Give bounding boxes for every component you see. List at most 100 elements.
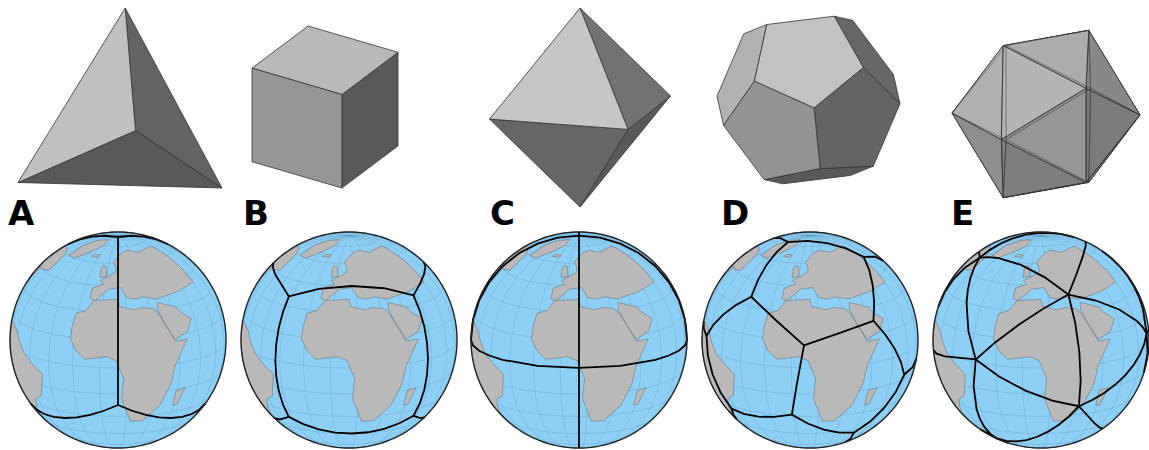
polyhedral-edge: [30, 403, 118, 418]
globe: [10, 232, 226, 448]
ocean: [10, 232, 226, 448]
landmass: [784, 254, 793, 257]
landmass: [717, 246, 759, 286]
graticule: [933, 232, 1149, 448]
polyhedral-edge: [704, 321, 707, 336]
polyhedron-solid: [490, 8, 671, 207]
globe-outline: [702, 232, 918, 448]
landmass: [173, 388, 185, 405]
polyhedral-edge: [751, 242, 788, 297]
polyhedral-edge: [1079, 406, 1103, 428]
polyhedron-face: [754, 16, 863, 108]
panel-letter: B: [243, 196, 269, 230]
landmass: [1080, 302, 1114, 339]
polyhedral-edge: [732, 409, 792, 417]
polyhedral-edge: [1102, 251, 1147, 334]
polyhedral-edge: [578, 236, 580, 368]
polyhedral-edge: [980, 257, 1069, 294]
landmass: [69, 240, 108, 258]
polyhedral-edge: [792, 345, 804, 414]
landmass: [530, 240, 569, 258]
polyhedral-edge: [997, 406, 1079, 441]
polyhedron-face: [1086, 88, 1140, 182]
polyhedron-solid: [252, 26, 398, 188]
landmass: [634, 388, 646, 405]
landmass: [323, 254, 332, 257]
polyhedral-edge: [804, 321, 873, 346]
landmass: [702, 322, 741, 423]
polyhedral-edge: [273, 263, 289, 297]
polyhedral-edge: [579, 340, 687, 368]
globe-outline: [10, 232, 226, 448]
polyhedral-edge: [413, 295, 427, 415]
polyhedral-edge: [706, 297, 751, 336]
globe-outline: [241, 232, 457, 448]
globe: [933, 232, 1149, 448]
polyhedral-edge: [275, 296, 289, 416]
ocean: [241, 232, 457, 448]
polyhedral-edge: [792, 415, 854, 433]
panel-letter: A: [8, 196, 34, 230]
globe-outline: [471, 232, 687, 448]
polyhedral-edge: [118, 403, 206, 418]
landmass: [10, 322, 49, 423]
landmass: [1015, 254, 1024, 257]
landmass: [100, 266, 107, 278]
panel-letter: E: [951, 196, 974, 230]
polyhedral-edge: [967, 258, 980, 360]
polyhedral-edge: [578, 368, 580, 448]
landmass: [300, 240, 339, 258]
landmass: [618, 302, 652, 339]
polyhedral-edge: [933, 350, 975, 359]
polyhedral-edge: [864, 257, 874, 321]
panel-letter: D: [721, 196, 749, 230]
polyhedron-solid: [717, 16, 900, 184]
landmass: [241, 322, 280, 423]
landmass: [471, 322, 510, 423]
polyhedral-edge: [289, 286, 414, 296]
panel-letter: C: [490, 196, 515, 230]
landmass: [404, 388, 416, 405]
polyhedral-edge: [1068, 295, 1146, 334]
graticule: [241, 232, 457, 448]
landmass: [92, 254, 101, 257]
polyhedral-edge: [751, 297, 804, 346]
polyhedral-edge: [1068, 242, 1085, 295]
ocean: [471, 232, 687, 448]
landmass: [321, 246, 424, 301]
graticule: [471, 232, 687, 448]
landmass: [849, 302, 883, 339]
polyhedron-face: [490, 119, 629, 207]
globe: [241, 232, 457, 448]
polyhedral-edge: [117, 237, 119, 405]
polyhedron-face: [18, 8, 136, 183]
landmass: [256, 246, 298, 286]
graticule: [702, 232, 918, 448]
ocean: [702, 232, 918, 448]
landmass: [553, 254, 562, 257]
polyhedron-face: [952, 46, 1003, 140]
graticule: [10, 232, 226, 448]
landmass: [551, 246, 654, 301]
polyhedral-edge: [976, 359, 1079, 406]
landmass: [933, 322, 972, 423]
landmass: [865, 388, 877, 405]
polyhedral-edge: [579, 236, 687, 340]
polyhedral-edge: [1068, 295, 1080, 407]
landmass: [90, 246, 193, 301]
globe-outline: [933, 232, 1149, 448]
polyhedral-edge: [774, 238, 788, 242]
polyhedral-edge: [413, 416, 424, 418]
landmass: [331, 266, 338, 278]
landmass: [992, 240, 1031, 258]
polyhedral-edge: [976, 295, 1069, 360]
globe: [471, 232, 687, 448]
landmass: [792, 266, 799, 278]
polyhedral-edge: [788, 241, 864, 257]
landmass: [157, 302, 191, 339]
landmass: [561, 266, 568, 278]
polyhedral-edge: [471, 236, 579, 340]
